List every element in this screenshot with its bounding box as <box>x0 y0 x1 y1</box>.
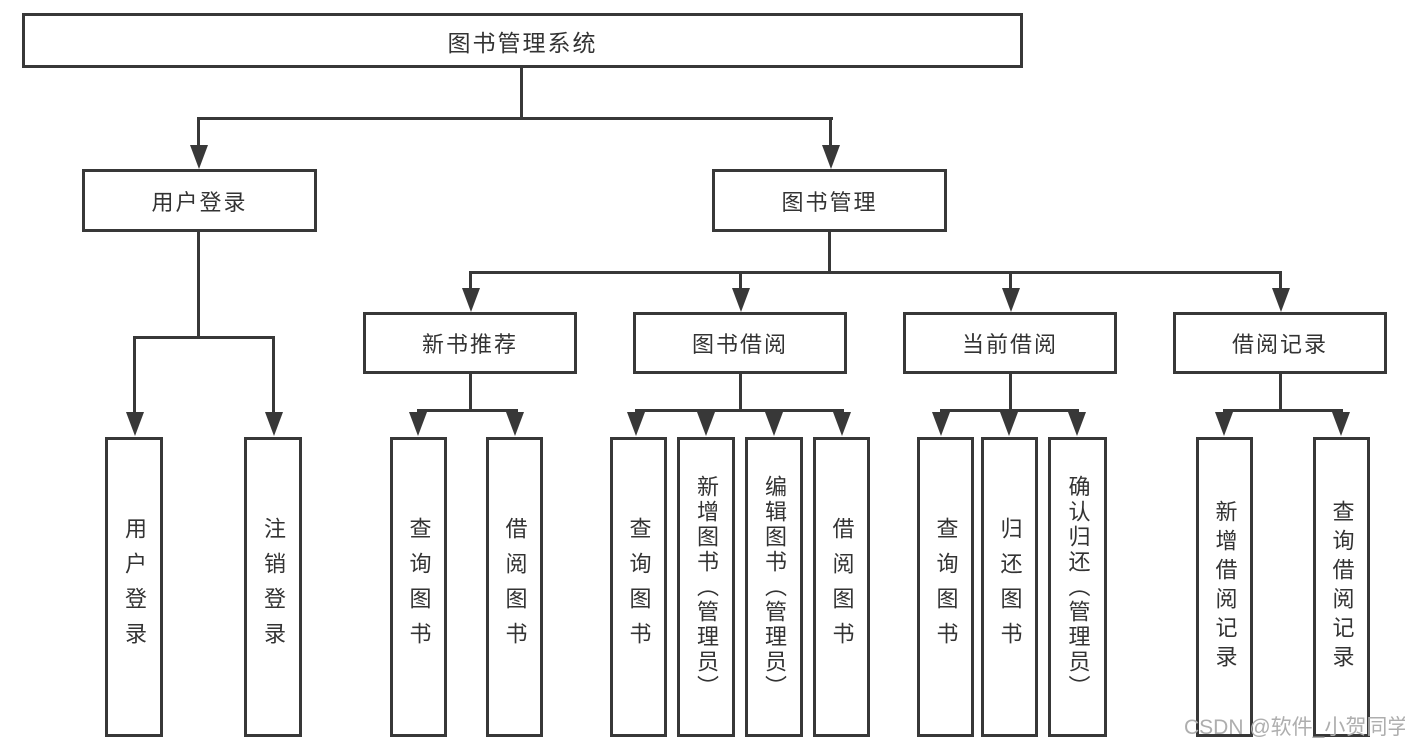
leaf-current-confirm-label: 确认归还（管理员） <box>1065 474 1091 700</box>
connector-book-borrow-branch <box>635 409 844 412</box>
connector-book-mgmt-stem <box>828 230 831 274</box>
node-user-login-label: 用户登录 <box>151 189 248 215</box>
leaf-borrow-edit: 编辑图书（管理员） <box>745 437 803 737</box>
arrow-to-leaf-logout <box>265 412 283 436</box>
leaf-borrow-query-label: 查询图书 <box>626 517 652 657</box>
leaf-borrow-borrow: 借阅图书 <box>813 437 870 737</box>
csdn-watermark: CSDN @软件_小贺同学 <box>1184 716 1405 739</box>
node-borrow-record-label: 借阅记录 <box>1231 332 1328 357</box>
node-new-book-label: 新书推荐 <box>421 332 518 357</box>
connector-book-borrow-stem <box>739 372 742 412</box>
connector-user-login-leaf2-drop <box>272 336 275 414</box>
leaf-user-login-label: 用户登录 <box>122 517 147 657</box>
connector-level3-branch <box>469 271 1282 274</box>
connector-new-book-branch <box>417 409 518 412</box>
leaf-record-add: 新增借阅记录 <box>1196 437 1253 737</box>
leaf-borrow-borrow-label: 借阅图书 <box>829 517 855 657</box>
arrow-book-borrow-leaf1 <box>627 412 645 436</box>
connector-user-login-drop <box>197 117 200 148</box>
connector-root-stem <box>520 66 523 119</box>
arrow-to-leaf-user-login <box>126 412 144 436</box>
arrow-new-book-leaf2 <box>506 412 524 436</box>
leaf-new-book-query: 查询图书 <box>390 437 447 737</box>
leaf-borrow-add-label: 新增图书（管理员） <box>694 474 719 700</box>
connector-new-book-stem <box>469 372 472 412</box>
leaf-current-query: 查询图书 <box>917 437 974 737</box>
connector-level1-branch <box>197 117 833 120</box>
arrow-borrow-record-leaf2 <box>1332 412 1350 436</box>
connector-user-login-leaf1-drop <box>133 336 136 414</box>
leaf-borrow-query: 查询图书 <box>610 437 667 737</box>
leaf-new-book-borrow-label: 借阅图书 <box>502 517 528 657</box>
connector-current-borrow-branch <box>940 409 1079 412</box>
arrow-current-borrow-leaf3 <box>1068 412 1086 436</box>
arrow-new-book-leaf1 <box>409 412 427 436</box>
node-new-book: 新书推荐 <box>363 312 577 374</box>
node-root-label: 图书管理系统 <box>447 29 598 56</box>
connector-current-borrow-drop <box>1009 271 1012 292</box>
arrow-borrow-record-leaf1 <box>1215 412 1233 436</box>
arrow-to-current-borrow <box>1002 288 1020 312</box>
connector-current-borrow-stem <box>1009 372 1012 412</box>
leaf-current-confirm: 确认归还（管理员） <box>1048 437 1107 737</box>
node-current-borrow: 当前借阅 <box>903 312 1117 374</box>
leaf-current-query-label: 查询图书 <box>933 517 959 657</box>
leaf-logout: 注销登录 <box>244 437 302 737</box>
node-borrow-record: 借阅记录 <box>1173 312 1387 374</box>
node-root: 图书管理系统 <box>22 13 1023 68</box>
node-current-borrow-label: 当前借阅 <box>961 332 1058 357</box>
node-book-borrow-label: 图书借阅 <box>691 332 788 357</box>
connector-user-login-stem <box>197 230 200 339</box>
arrow-to-book-mgmt <box>822 145 840 169</box>
leaf-current-return-label: 归还图书 <box>997 517 1023 657</box>
arrow-to-book-borrow <box>732 288 750 312</box>
connector-borrow-record-stem <box>1279 372 1282 412</box>
arrow-to-user-login <box>190 145 208 169</box>
leaf-record-query-label: 查询借阅记录 <box>1329 500 1355 674</box>
connector-borrow-record-drop <box>1279 271 1282 292</box>
leaf-current-return: 归还图书 <box>981 437 1038 737</box>
connector-user-login-branch <box>133 336 275 339</box>
node-book-mgmt: 图书管理 <box>712 169 947 232</box>
arrow-book-borrow-leaf4 <box>833 412 851 436</box>
arrow-current-borrow-leaf1 <box>932 412 950 436</box>
arrow-to-borrow-record <box>1272 288 1290 312</box>
leaf-user-login: 用户登录 <box>105 437 163 737</box>
leaf-new-book-query-label: 查询图书 <box>406 517 432 657</box>
connector-book-mgmt-drop <box>829 117 832 148</box>
arrow-book-borrow-leaf2 <box>697 412 715 436</box>
connector-book-borrow-drop <box>739 271 742 292</box>
leaf-record-add-label: 新增借阅记录 <box>1212 500 1238 674</box>
arrow-book-borrow-leaf3 <box>765 412 783 436</box>
arrow-to-new-book <box>462 288 480 312</box>
leaf-borrow-edit-label: 编辑图书（管理员） <box>762 474 787 700</box>
leaf-new-book-borrow: 借阅图书 <box>486 437 543 737</box>
leaf-record-query: 查询借阅记录 <box>1313 437 1370 737</box>
connector-borrow-record-branch <box>1223 409 1343 412</box>
arrow-current-borrow-leaf2 <box>1000 412 1018 436</box>
node-book-mgmt-label: 图书管理 <box>781 189 878 215</box>
leaf-borrow-add: 新增图书（管理员） <box>677 437 735 737</box>
leaf-logout-label: 注销登录 <box>261 517 286 657</box>
connector-new-book-drop <box>469 271 472 292</box>
node-book-borrow: 图书借阅 <box>633 312 847 374</box>
node-user-login: 用户登录 <box>82 169 317 232</box>
